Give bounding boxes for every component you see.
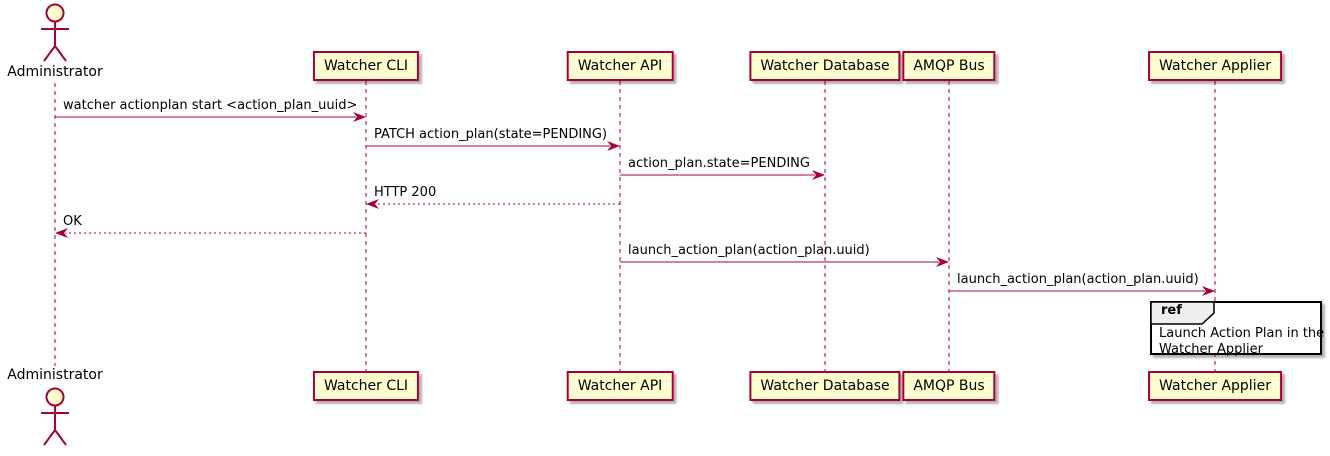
participant-watcher-api: Watcher API: [566, 371, 674, 401]
participant-watcher-database: Watcher Database: [749, 51, 901, 81]
actor-label-administrator: Administrator: [7, 64, 103, 80]
participant-watcher-database: Watcher Database: [749, 371, 901, 401]
message-label-4: OK: [63, 214, 82, 229]
message-arrowhead-6: [1202, 286, 1215, 296]
ref-keyword: ref: [1161, 303, 1182, 318]
message-arrowhead-0: [353, 112, 366, 122]
message-label-6: launch_action_plan(action_plan.uuid): [957, 272, 1199, 287]
ref-text-line: Launch Action Plan in the: [1159, 326, 1325, 341]
actor-label-administrator: Administrator: [7, 367, 103, 383]
participant-amqp-bus: AMQP Bus: [902, 371, 996, 401]
ref-pentagon-shape: [1150, 301, 1215, 325]
administrator-actor-icon: [41, 387, 69, 446]
message-label-1: PATCH action_plan(state=PENDING): [374, 127, 608, 142]
message-arrowhead-3: [366, 199, 379, 209]
participant-watcher-applier: Watcher Applier: [1148, 371, 1282, 401]
participant-watcher-applier: Watcher Applier: [1148, 51, 1282, 81]
administrator-actor-icon: [41, 3, 69, 62]
message-label-2: action_plan.state=PENDING: [628, 156, 810, 171]
message-label-0: watcher actionplan start <action_plan_uu…: [63, 98, 358, 113]
message-arrowhead-1: [607, 141, 620, 151]
message-arrowhead-2: [812, 170, 825, 180]
message-arrowhead-5: [936, 257, 949, 267]
message-arrowhead-4: [55, 228, 68, 238]
message-label-3: HTTP 200: [374, 185, 437, 200]
participant-watcher-cli: Watcher CLI: [312, 51, 420, 81]
participant-watcher-api: Watcher API: [566, 51, 674, 81]
participant-watcher-cli: Watcher CLI: [312, 371, 420, 401]
participant-amqp-bus: AMQP Bus: [902, 51, 996, 81]
message-label-5: launch_action_plan(action_plan.uuid): [628, 243, 870, 258]
ref-keyword-tab: ref: [1150, 301, 1216, 326]
ref-text-line: Watcher Applier: [1159, 342, 1263, 357]
